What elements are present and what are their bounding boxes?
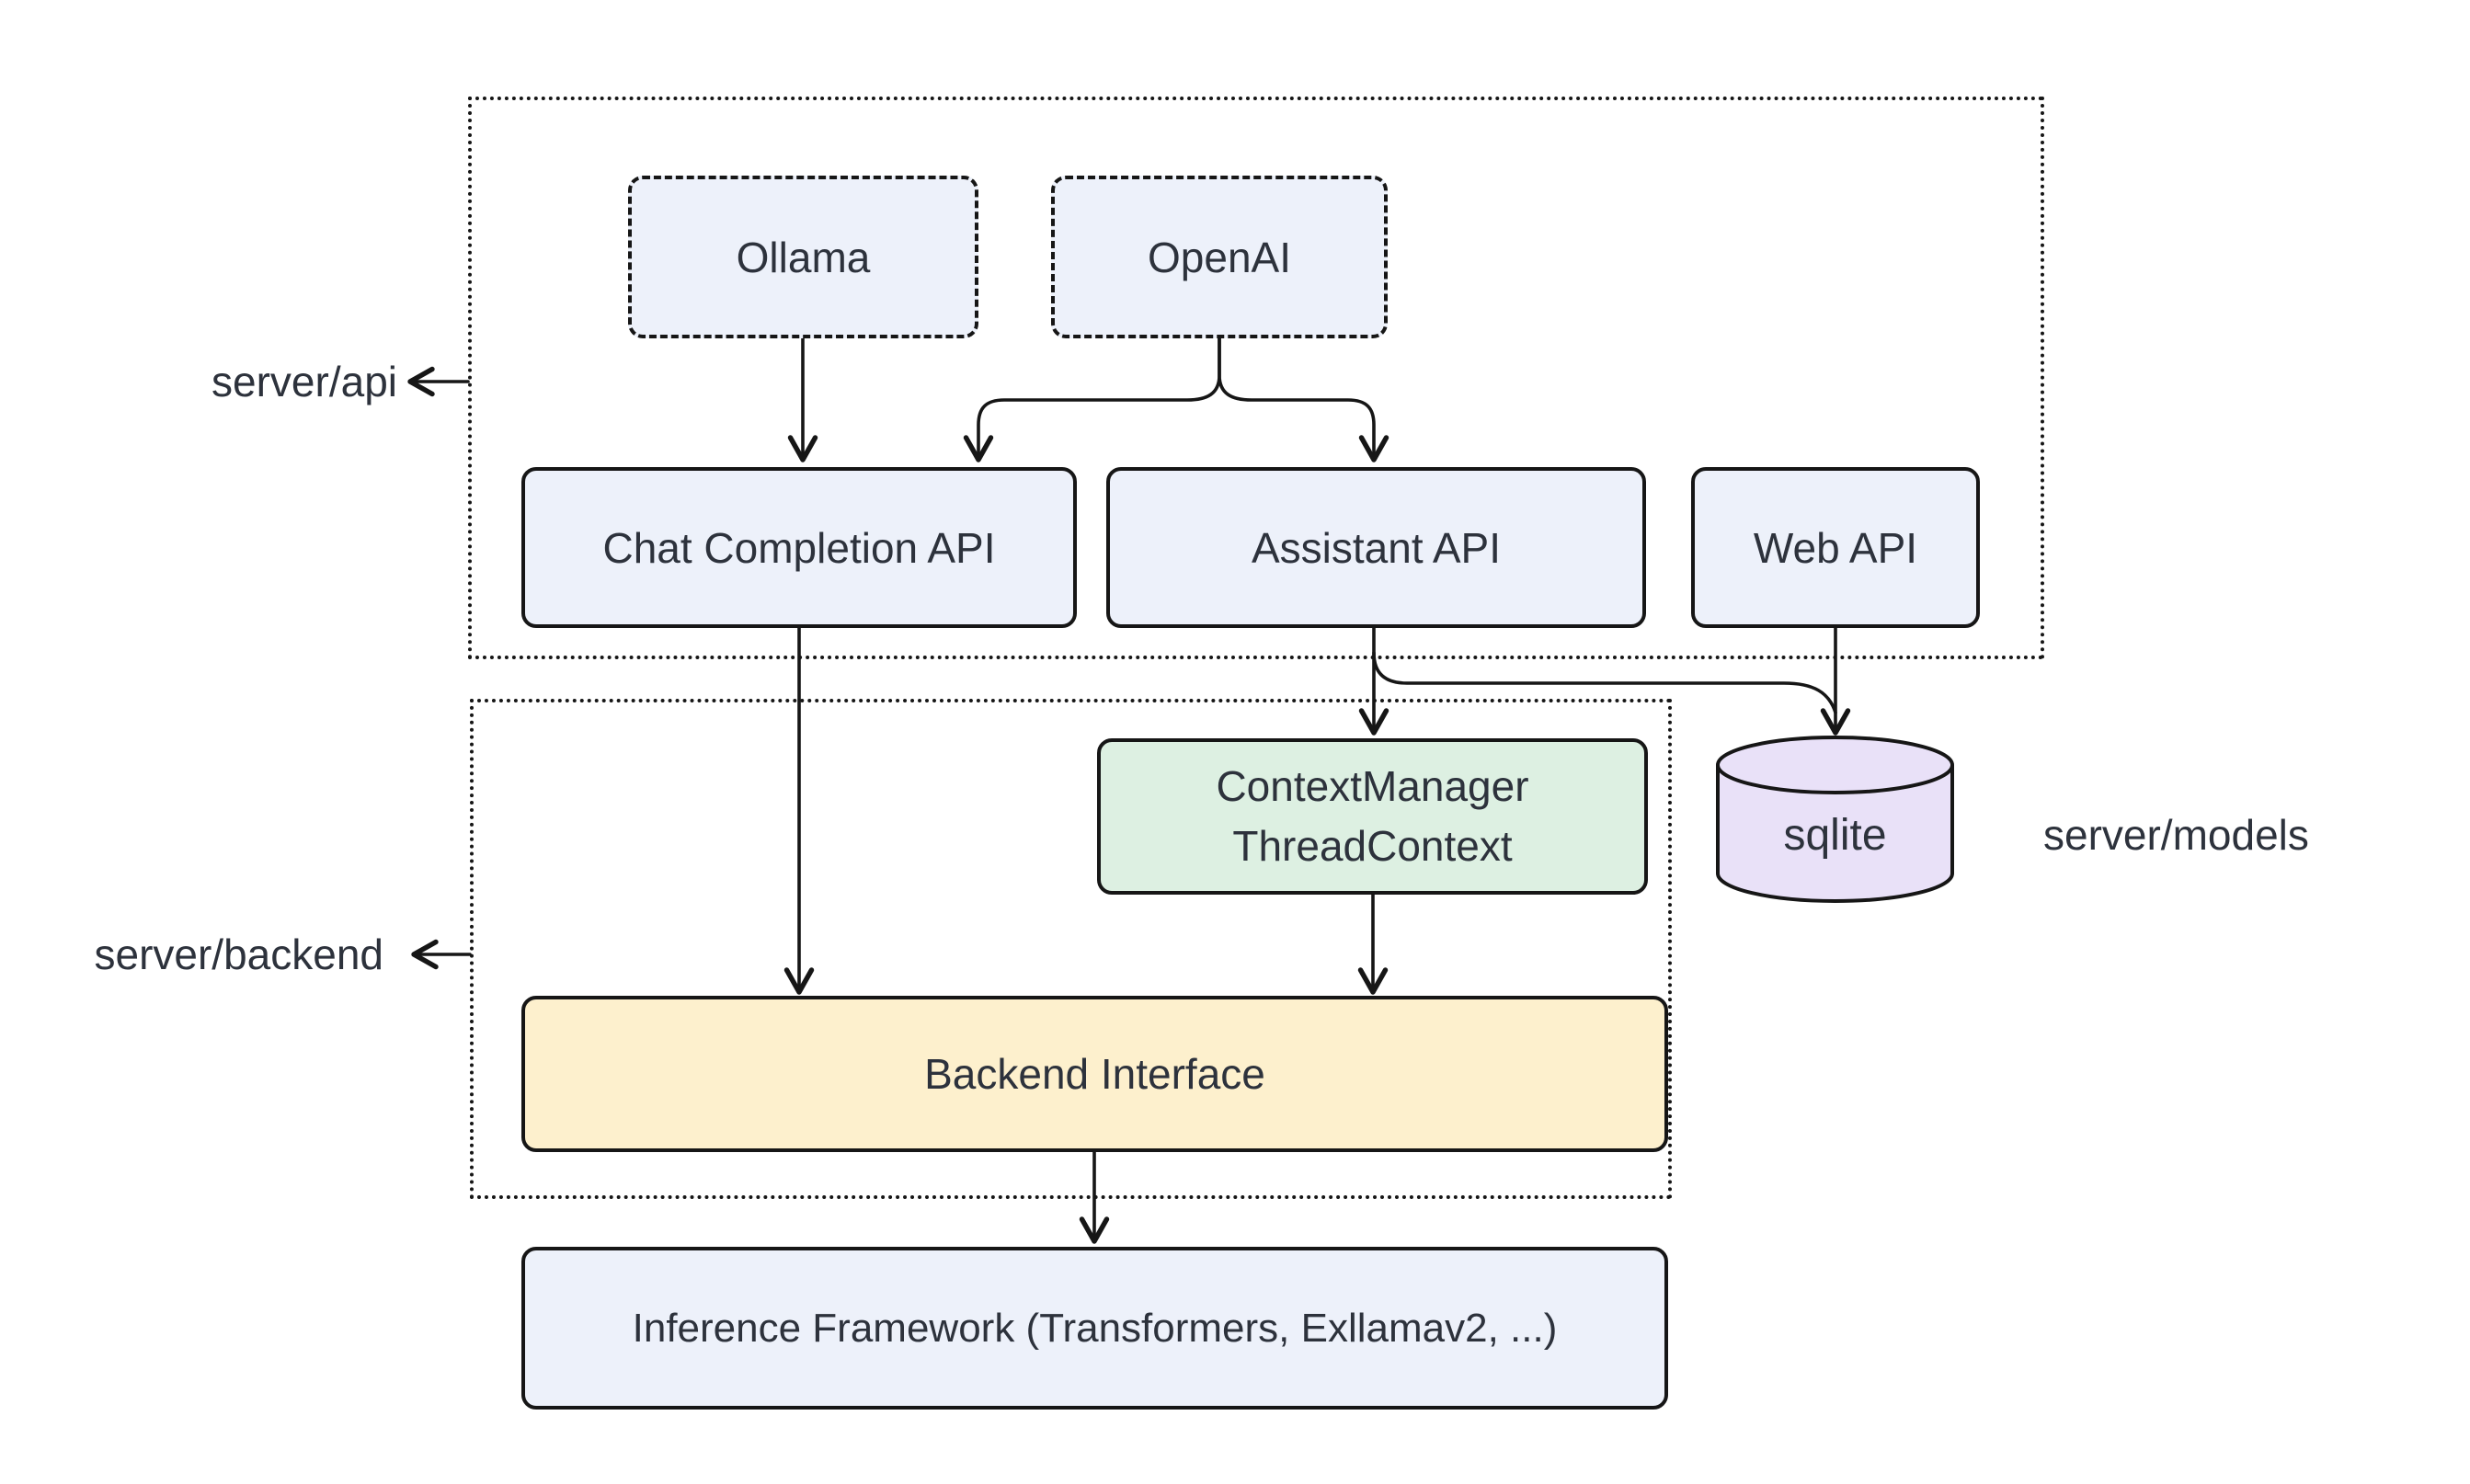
node-ollama: Ollama xyxy=(628,176,978,338)
node-openai: OpenAI xyxy=(1051,176,1388,338)
sqlite-cylinder xyxy=(1716,736,1954,903)
node-backend-interface: Backend Interface xyxy=(521,996,1668,1152)
label-server-models: server/models xyxy=(2043,811,2309,859)
edge-openai-to-assistant xyxy=(1218,337,1389,462)
node-inference-framework: Inference Framework (Transformers, Exlla… xyxy=(521,1247,1668,1410)
server-api-container xyxy=(468,97,2044,659)
node-web-api: Web API xyxy=(1691,467,1980,628)
label-server-backend: server/backend xyxy=(94,930,384,978)
edge-assistant-to-sqlite-branch xyxy=(1372,651,1837,714)
context-manager-line2: ThreadContext xyxy=(1232,822,1513,870)
node-assistant-api: Assistant API xyxy=(1106,467,1646,628)
server-backend-container xyxy=(470,699,1672,1199)
label-server-api: server/api xyxy=(212,358,397,405)
node-sqlite-label: sqlite xyxy=(1783,810,1887,860)
edge-openai-to-chat xyxy=(963,337,1221,462)
node-context-manager: ContextManager ThreadContext xyxy=(1097,738,1648,895)
context-manager-line1: ContextManager xyxy=(1216,761,1529,810)
node-chat-completion-api: Chat Completion API xyxy=(521,467,1077,628)
